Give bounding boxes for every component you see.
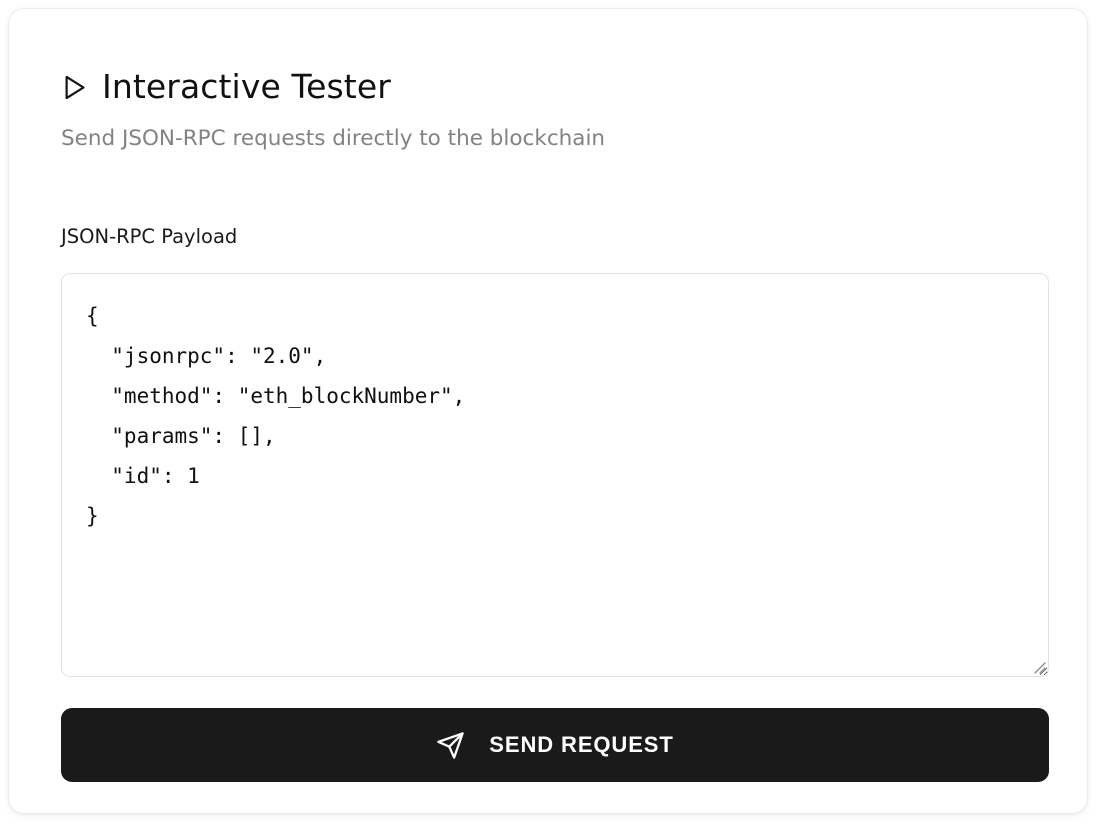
send-request-button[interactable]: SEND REQUEST bbox=[61, 708, 1049, 782]
payload-field-wrapper bbox=[61, 273, 1049, 677]
send-request-label: SEND REQUEST bbox=[489, 732, 674, 757]
card-header: Interactive Tester Send JSON-RPC request… bbox=[61, 65, 1047, 153]
play-triangle-icon bbox=[65, 75, 85, 100]
payload-field-label: JSON-RPC Payload bbox=[61, 225, 238, 248]
json-rpc-payload-input[interactable] bbox=[61, 273, 1049, 677]
page-title: Interactive Tester bbox=[102, 67, 391, 106]
card-title-row: Interactive Tester bbox=[61, 65, 1047, 109]
interactive-tester-card: Interactive Tester Send JSON-RPC request… bbox=[8, 8, 1088, 814]
send-paper-plane-icon bbox=[437, 731, 465, 759]
card-subtitle: Send JSON-RPC requests directly to the b… bbox=[61, 126, 606, 151]
